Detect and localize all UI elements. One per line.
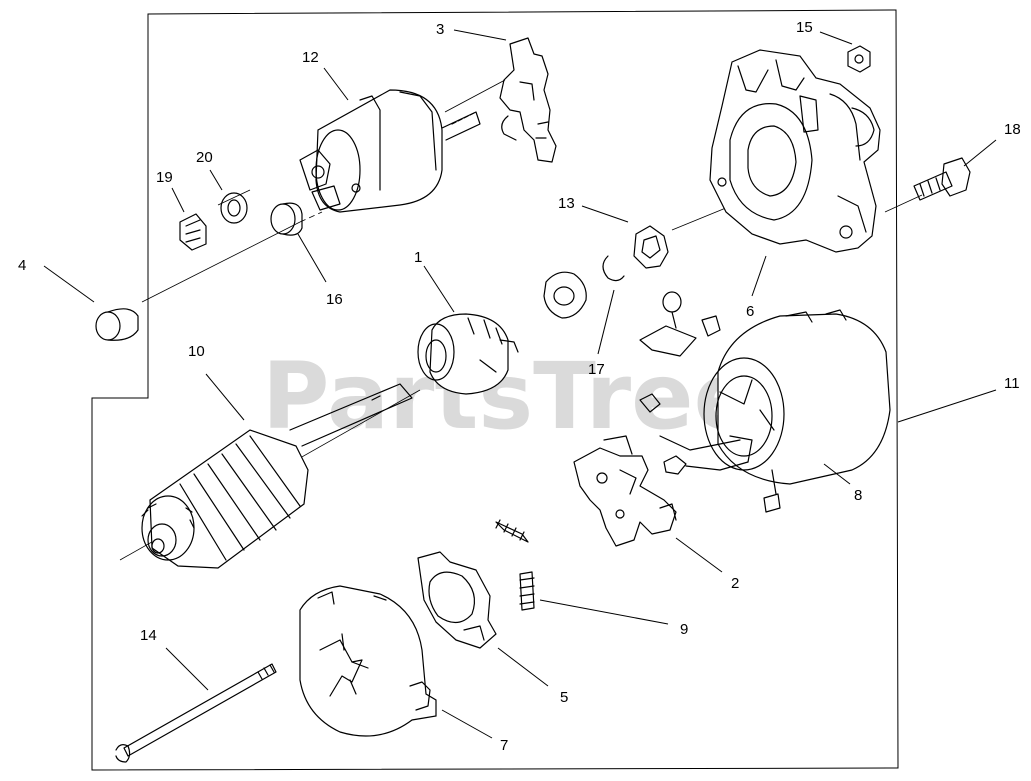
callout-4: 4 (18, 257, 26, 274)
part-8-yoke (639, 309, 891, 513)
part-19-clip (179, 213, 207, 251)
part-10-armature (141, 383, 413, 569)
part-20-washer (220, 192, 248, 224)
part-14-through-bolt (115, 663, 277, 763)
part-9-brush-spring (519, 571, 535, 611)
callout-12: 12 (302, 49, 319, 66)
callout-1: 1 (414, 249, 422, 266)
callout-10: 10 (188, 343, 205, 360)
part-brush-holder-top (639, 291, 721, 357)
callout-14: 14 (140, 627, 157, 644)
callout-7: 7 (500, 737, 508, 754)
part-15-nut (847, 45, 871, 73)
part-4-cap (95, 308, 139, 341)
callout-13: 13 (558, 195, 575, 212)
callout-2: 2 (731, 575, 739, 592)
callout-9: 9 (680, 621, 688, 638)
callout-19: 19 (156, 169, 173, 186)
part-1-pinion-drive (417, 313, 519, 395)
part-12-solenoid (299, 89, 481, 213)
part-17-retainer (543, 255, 625, 319)
part-6-drive-housing (709, 49, 881, 253)
watermark: PartsTree (262, 343, 756, 450)
callout-17: 17 (588, 361, 605, 378)
callout-11: 11 (1004, 375, 1020, 392)
callout-20: 20 (196, 149, 213, 166)
callout-18: 18 (1004, 121, 1021, 138)
part-13-seal (633, 225, 669, 269)
callout-labels: 1 2 3 4 5 6 7 8 9 10 11 12 13 14 15 16 1… (18, 19, 1021, 754)
part-7-end-frame (299, 585, 437, 737)
leader-lines (43, 29, 997, 739)
part-5-brush-plate (417, 551, 497, 649)
callout-8: 8 (854, 487, 862, 504)
callout-16: 16 (326, 291, 343, 308)
part-16-bushing (270, 202, 303, 236)
callout-5: 5 (560, 689, 568, 706)
part-spring-small (495, 519, 529, 543)
callout-6: 6 (746, 303, 754, 320)
callout-15: 15 (796, 19, 813, 36)
part-18-bolt (913, 157, 971, 201)
callout-3: 3 (436, 21, 444, 38)
diagram-frame (91, 9, 899, 771)
part-3-shift-lever (499, 37, 557, 163)
part-2-brush-holder (573, 435, 677, 547)
